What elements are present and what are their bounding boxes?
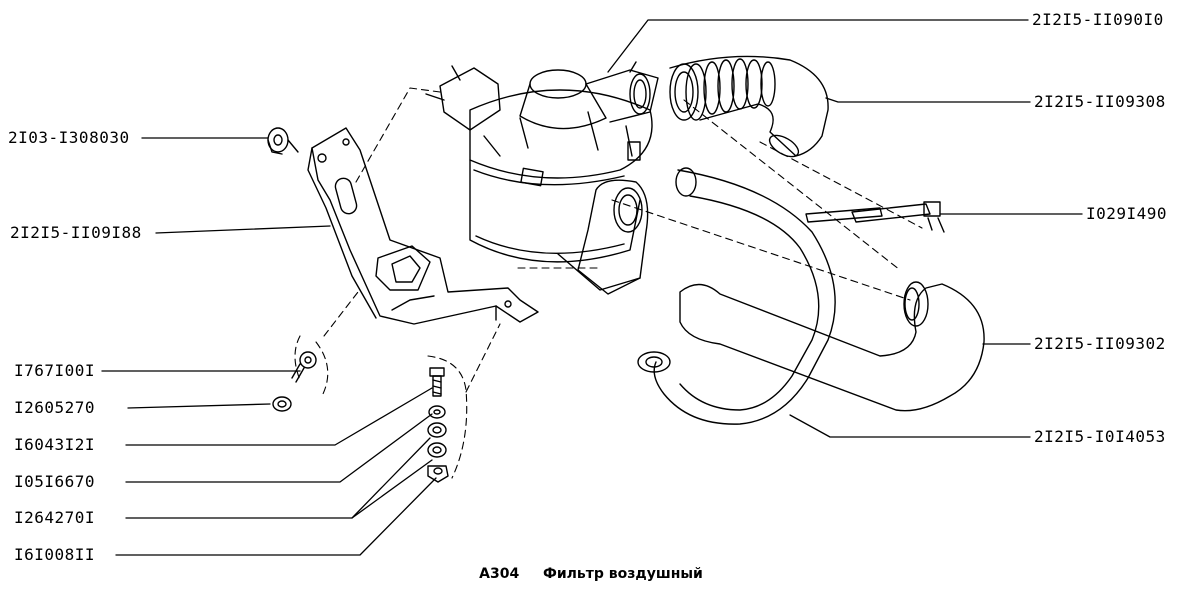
diagram-caption: А304 Фильтр воздушный <box>0 566 1182 582</box>
part-label-nut: I6I008II <box>14 545 96 564</box>
part-label-curved-hose: 2I2I5-I0I4053 <box>1034 427 1166 446</box>
part-label-bolt: I6043I2I <box>14 435 96 454</box>
hose-clip <box>805 201 945 233</box>
caption-code: А304 <box>479 566 520 582</box>
part-label-clip: I029I490 <box>1086 204 1168 223</box>
part-label-bracket: 2I2I5-II09I88 <box>10 223 142 242</box>
part-label-bushing: 2I03-I308030 <box>8 128 130 147</box>
rubber-bushing <box>267 127 299 155</box>
caption-title: Фильтр воздушный <box>542 566 703 582</box>
leader-lines-left <box>101 137 437 556</box>
assembly-dash-lines <box>294 87 923 479</box>
part-label-intake-hose: 2I2I5-II09308 <box>1034 92 1166 111</box>
part-label-washer-b: I05I6670 <box>14 472 96 491</box>
bolt-and-washers <box>427 367 449 483</box>
corrugated-intake-hose <box>669 55 829 158</box>
screw-and-washer <box>272 351 317 412</box>
curved-hose <box>637 167 836 425</box>
part-label-filter-housing: 2I2I5-II090I0 <box>1032 10 1164 29</box>
leader-lines-right <box>607 19 1083 438</box>
air-pipe <box>679 281 985 412</box>
part-label-screw: I767I00I <box>14 361 96 380</box>
part-label-washer-a: I2605270 <box>14 398 96 417</box>
part-label-washer-c: I264270I <box>14 508 96 527</box>
mounting-bracket <box>307 127 539 325</box>
part-label-air-pipe: 2I2I5-II09302 <box>1034 334 1166 353</box>
air-filter-housing <box>425 61 659 295</box>
